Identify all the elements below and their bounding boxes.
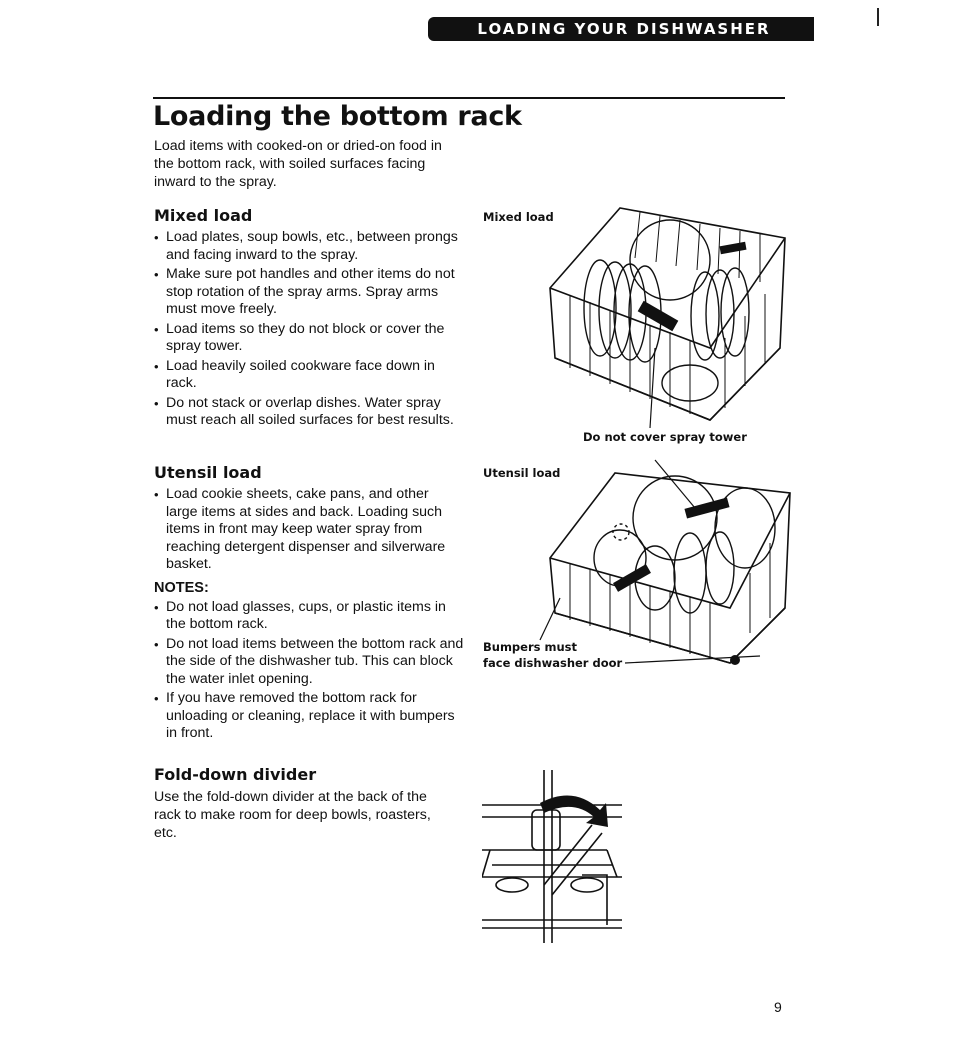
fold-down-divider-illustration [482,770,622,943]
list-item: Load heavily soiled cookware face down i… [154,358,464,393]
margin-mark [877,8,879,26]
utensil-load-illustration [539,459,791,665]
section-banner: LOADING YOUR DISHWASHER [428,17,814,41]
list-item: Load items so they do not block or cover… [154,321,464,356]
utensil-load-heading: Utensil load [154,463,262,482]
mixed-load-illustration [549,207,786,429]
bumpers-caption-line-1: Bumpers must [483,640,577,654]
mixed-load-section: Mixed load Load plates, soup bowls, etc.… [154,206,464,432]
page-number: 9 [774,999,782,1015]
fold-down-text: Use the fold-down divider at the back of… [154,789,431,841]
spray-tower-caption: Do not cover spray tower [583,430,747,444]
list-item: Do not load glasses, cups, or plastic it… [154,599,464,634]
mixed-load-list: Load plates, soup bowls, etc., between p… [154,229,464,430]
list-item: Load plates, soup bowls, etc., between p… [154,229,464,264]
bumpers-caption-line-2: face dishwasher door [483,656,623,670]
intro-paragraph: Load items with cooked-on or dried-on fo… [154,138,442,190]
notes-heading: NOTES: [154,579,209,596]
page-title: Loading the bottom rack [153,101,522,132]
list-item: Make sure pot handles and other items do… [154,266,464,319]
utensil-load-caption: Utensil load [483,466,561,480]
fold-down-heading: Fold-down divider [154,765,317,784]
mixed-load-heading: Mixed load [154,206,253,225]
list-item: Do not stack or overlap dishes. Water sp… [154,395,464,430]
fold-down-section: Fold-down divider Use the fold-down divi… [154,765,444,842]
list-item: If you have removed the bottom rack for … [154,690,464,743]
mixed-load-caption: Mixed load [483,210,554,224]
list-item: Load cookie sheets, cake pans, and other… [154,486,464,574]
utensil-load-list: Load cookie sheets, cake pans, and other… [154,486,464,574]
list-item: Do not load items between the bottom rac… [154,636,464,689]
utensil-load-section: Utensil load Load cookie sheets, cake pa… [154,463,464,745]
title-rule [153,97,785,99]
notes-list: Do not load glasses, cups, or plastic it… [154,599,464,743]
